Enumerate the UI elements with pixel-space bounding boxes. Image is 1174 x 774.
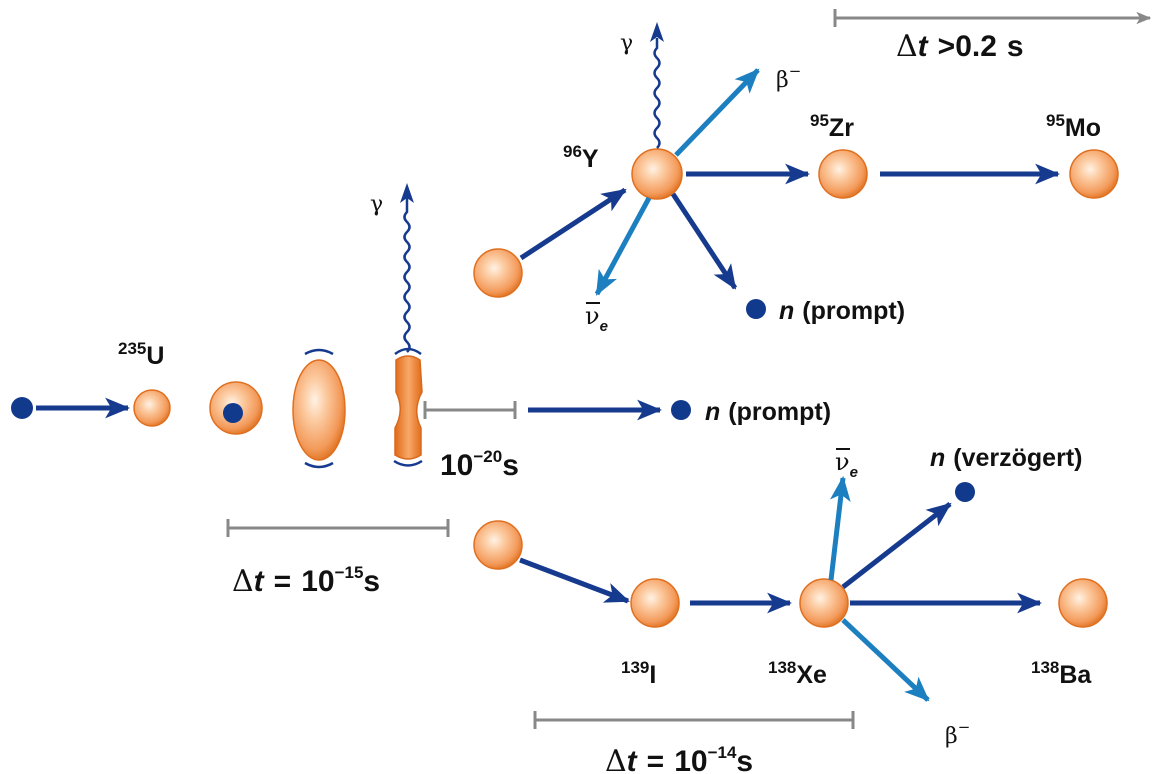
arrow-antineutrino-y96 [594,196,652,296]
beta-label-xe138: β− [945,718,970,749]
scission-nucleus [394,355,423,460]
xe138-label: 138Xe [768,658,827,689]
mo95-label: 95Mo [1046,111,1101,142]
arrow-beta-xe138 [841,618,930,702]
vibration-mark-bottom [304,461,334,469]
arrow-delayed-neutron [841,502,952,589]
ba138-nucleus [1058,578,1108,628]
timing-label-scission: 10−20s [440,447,519,482]
ba138-label: 138Ba [1031,658,1092,689]
timeline-scission [423,401,517,419]
gamma-wave-y96 [653,38,661,149]
vibration-mark-top [304,348,334,356]
gamma-arrowhead-scission [400,183,414,203]
xe138-nucleus [799,578,849,628]
antineutrino-label-y96: νe [585,302,608,335]
arrow-beta-y96 [674,68,760,157]
y96-nucleus [631,148,683,200]
antineutrino-label-xe138: νe [835,448,858,481]
timeline-slow-decay [833,9,1152,27]
u235-label: 235U [118,339,164,370]
zr95-label: 95Zr [810,111,854,142]
gamma-label-scission: γ [370,192,383,217]
mo95-nucleus [1069,149,1119,199]
timing-label-deformation: Δt=10−15s [232,563,380,599]
u235-nucleus [133,389,171,427]
gamma-wave-scission [403,198,411,353]
incoming-neutron [11,397,33,419]
absorbed-neutron [223,403,243,423]
prompt-neutron-upper-label: n(prompt) [779,297,905,325]
prompt-neutron-mid [671,400,691,420]
delayed-neutron-label: n(verzögert) [930,444,1082,472]
zr95-nucleus [818,149,868,199]
delayed-neutron [955,482,975,502]
prompt-neutron-upper [746,299,766,319]
arrow-antineutrino-xe138 [828,475,851,581]
gamma-arrowhead-y96 [650,22,664,42]
y96-label: 96Y [563,142,599,173]
timeline-fast-decay [533,711,855,729]
i139-label: 139I [621,658,656,689]
gamma-label-y96: γ [620,31,633,56]
arrow-fragment-to-y96 [519,187,627,261]
timeline-deformation [226,519,450,537]
timing-label-fast-decay: Δt=10−14s [605,743,753,774]
arrow-prompt-neutron-upper [670,192,738,290]
scission-mark-bottom [393,459,423,467]
deformed-nucleus [292,359,346,461]
arrow-fragment-to-i139 [519,557,630,604]
lower-fragment [473,520,523,570]
upper-fragment [473,248,523,298]
i139-nucleus [630,578,680,628]
prompt-neutron-mid-label: n(prompt) [705,398,831,426]
beta-label-y96: β− [776,62,801,93]
